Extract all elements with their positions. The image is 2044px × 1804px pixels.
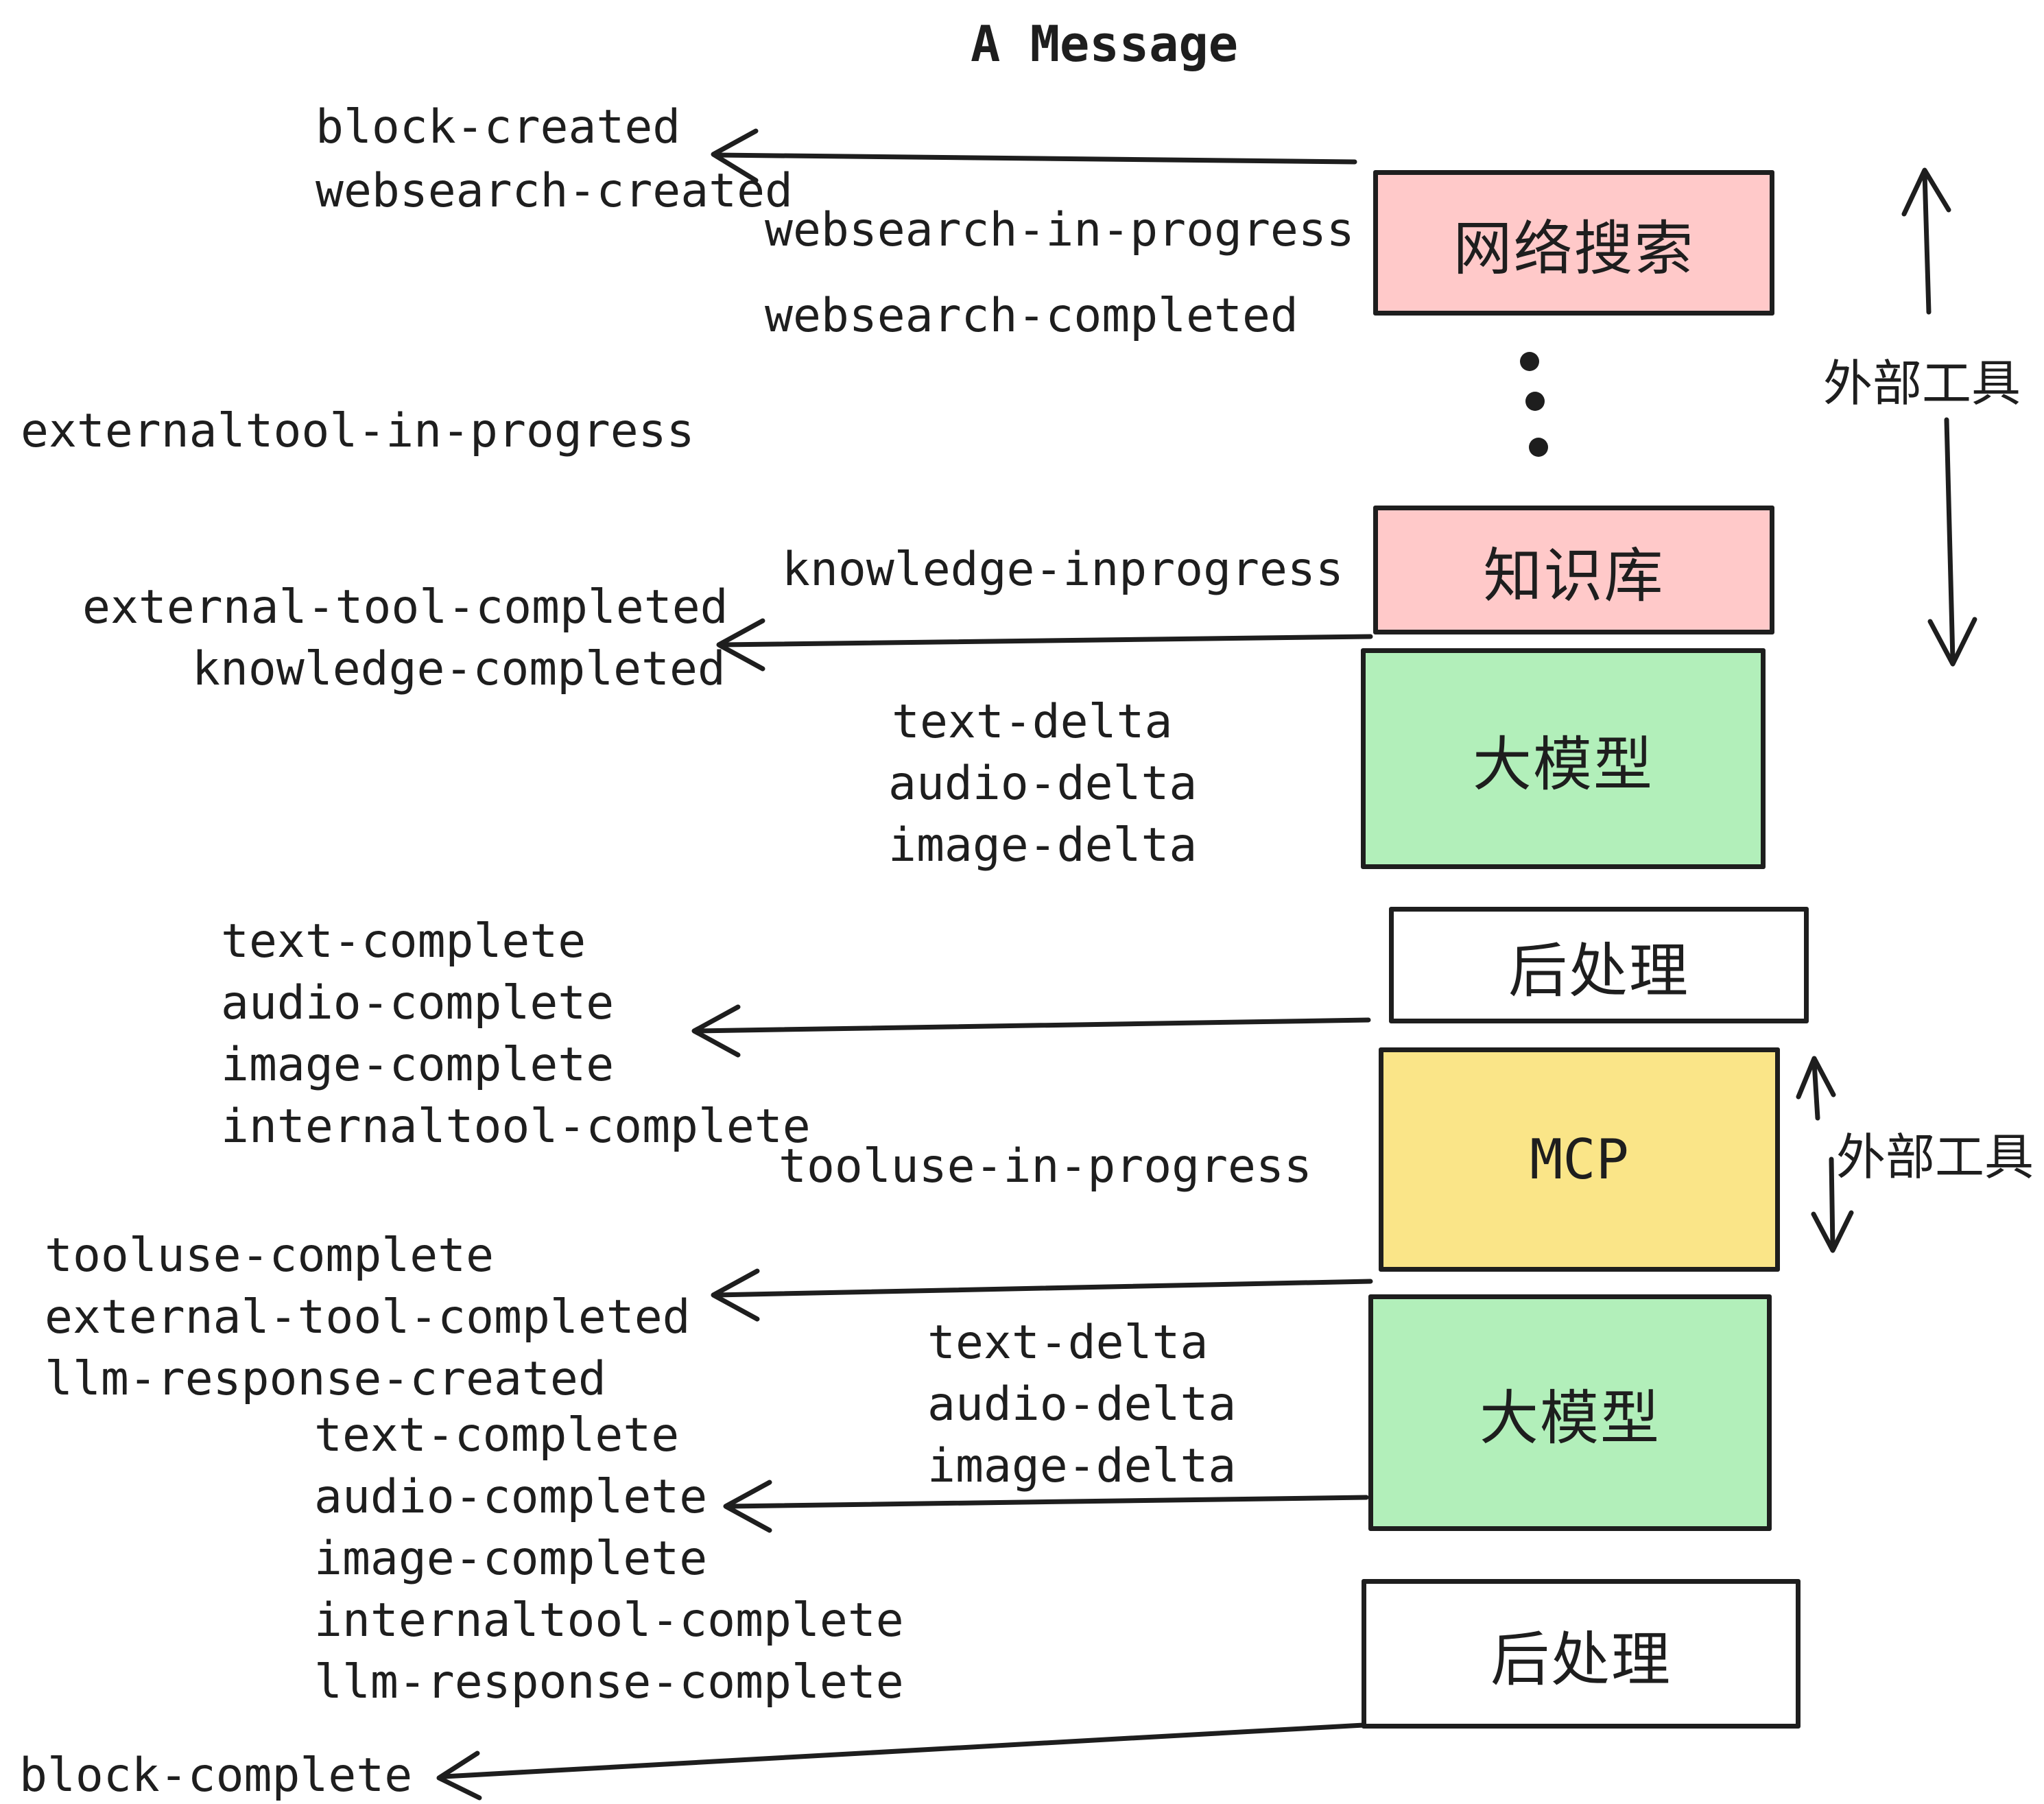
event-text-complete-2: text-complete (314, 1408, 680, 1462)
box-knowledge: 知识库 (1373, 506, 1774, 634)
box-websearch: 网络搜索 (1373, 170, 1774, 316)
box-postprocess-2-label: 后处理 (1490, 1625, 1672, 1694)
ellipsis-dots (1520, 352, 1548, 457)
event-externaltool-in-progress: externaltool-in-progress (21, 404, 695, 458)
event-text-delta-2: text-delta (927, 1316, 1209, 1370)
event-llm-response-created: llm-response-created (45, 1352, 606, 1406)
mcp-external-tools-up-arrow (1796, 1056, 1836, 1121)
diagram-title: A Message (971, 15, 1239, 73)
event-tooluse-complete: tooluse-complete (45, 1229, 495, 1283)
box-mcp-label: MCP (1530, 1128, 1629, 1191)
event-text-complete-1: text-complete (221, 914, 586, 969)
event-external-tool-completed-2: external-tool-completed (45, 1290, 691, 1344)
box-postprocess-1: 后处理 (1389, 907, 1809, 1023)
event-audio-delta-2: audio-delta (927, 1377, 1237, 1432)
box-mcp: MCP (1379, 1047, 1780, 1272)
event-audio-complete-1: audio-complete (221, 976, 615, 1030)
event-audio-complete-2: audio-complete (314, 1470, 708, 1524)
external-tools-label-mid: 外部工具 (1836, 1128, 2034, 1186)
event-image-complete-2: image-complete (314, 1532, 708, 1586)
event-websearch-created: websearch-created (316, 164, 793, 218)
event-knowledge-inprogress: knowledge-inprogress (782, 543, 1344, 597)
event-image-complete-1: image-complete (221, 1038, 615, 1092)
arrow-websearch-created (711, 128, 1357, 183)
event-llm-response-complete: llm-response-complete (314, 1655, 904, 1709)
box-postprocess-2: 后处理 (1362, 1579, 1801, 1729)
event-external-tool-completed: external-tool-completed (82, 580, 728, 634)
arrow-image-complete (691, 1004, 1371, 1058)
event-image-delta-2: image-delta (927, 1439, 1237, 1493)
event-websearch-in-progress: websearch-in-progress (765, 203, 1355, 257)
event-tooluse-in-progress: tooluse-in-progress (779, 1139, 1312, 1194)
arrow-block-complete (436, 1722, 1366, 1801)
box-llm-1-label: 大模型 (1473, 730, 1654, 799)
event-text-delta-1: text-delta (892, 695, 1173, 749)
event-websearch-completed: websearch-completed (765, 289, 1298, 343)
box-llm-2-label: 大模型 (1479, 1384, 1661, 1453)
box-llm-2: 大模型 (1368, 1294, 1772, 1531)
event-image-delta-1: image-delta (888, 818, 1198, 873)
event-audio-delta-1: audio-delta (888, 757, 1198, 811)
event-block-complete: block-complete (19, 1748, 413, 1803)
arrow-knowledge-completed (716, 618, 1373, 672)
box-llm-1: 大模型 (1361, 648, 1766, 869)
box-websearch-label: 网络搜索 (1453, 214, 1695, 283)
event-internaltool-complete-2: internaltool-complete (314, 1593, 904, 1648)
external-tools-down-arrow (1927, 417, 1977, 667)
event-block-created: block-created (316, 100, 681, 154)
arrow-tooluse-complete (711, 1268, 1373, 1322)
event-internaltool-complete-1: internaltool-complete (221, 1100, 811, 1154)
event-knowledge-completed: knowledge-completed (192, 642, 726, 696)
box-knowledge-label: 知识库 (1483, 541, 1665, 610)
external-tools-label-top: 外部工具 (1823, 355, 2021, 412)
external-tools-up-arrow (1901, 167, 1951, 315)
box-postprocess-1-label: 后处理 (1508, 936, 1689, 1006)
